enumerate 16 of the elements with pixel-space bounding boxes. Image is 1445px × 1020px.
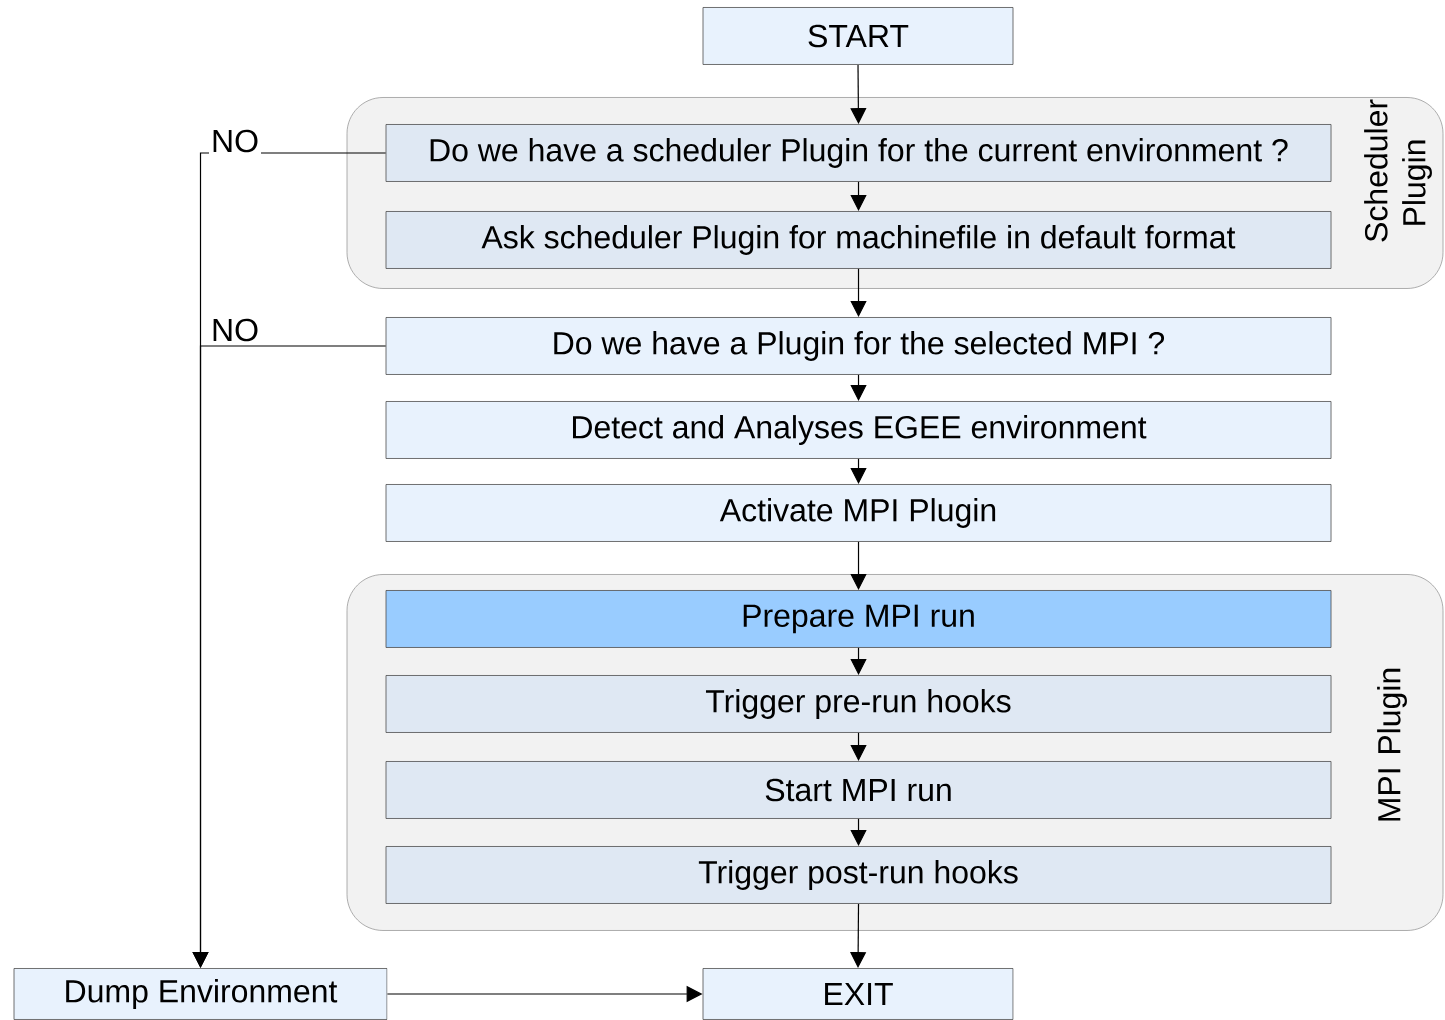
- process-box: EXIT: [702, 968, 1014, 1020]
- process-box: Detect and Analyses EGEE environment: [385, 401, 1332, 459]
- process-box: Do we have a Plugin for the selected MPI ?: [385, 317, 1332, 375]
- process-box: Start MPI run: [385, 761, 1332, 819]
- edge-label: NO: [209, 127, 261, 155]
- process-box: Trigger post-run hooks: [385, 846, 1332, 904]
- process-box: Do we have a scheduler Plugin for the current environment ?: [385, 124, 1332, 182]
- process-box: Trigger pre-run hooks: [385, 675, 1332, 733]
- process-box: Activate MPI Plugin: [385, 484, 1332, 542]
- process-box: Dump Environment: [13, 968, 388, 1020]
- edge-label: NO: [209, 316, 261, 344]
- group-label: MPI Plugin: [1377, 668, 1407, 821]
- group-label: Scheduler Plugin: [1364, 99, 1432, 242]
- process-box: Prepare MPI run: [385, 590, 1332, 648]
- process-box: START: [702, 7, 1014, 65]
- process-box: Ask scheduler Plugin for machinefile in default format: [385, 211, 1332, 269]
